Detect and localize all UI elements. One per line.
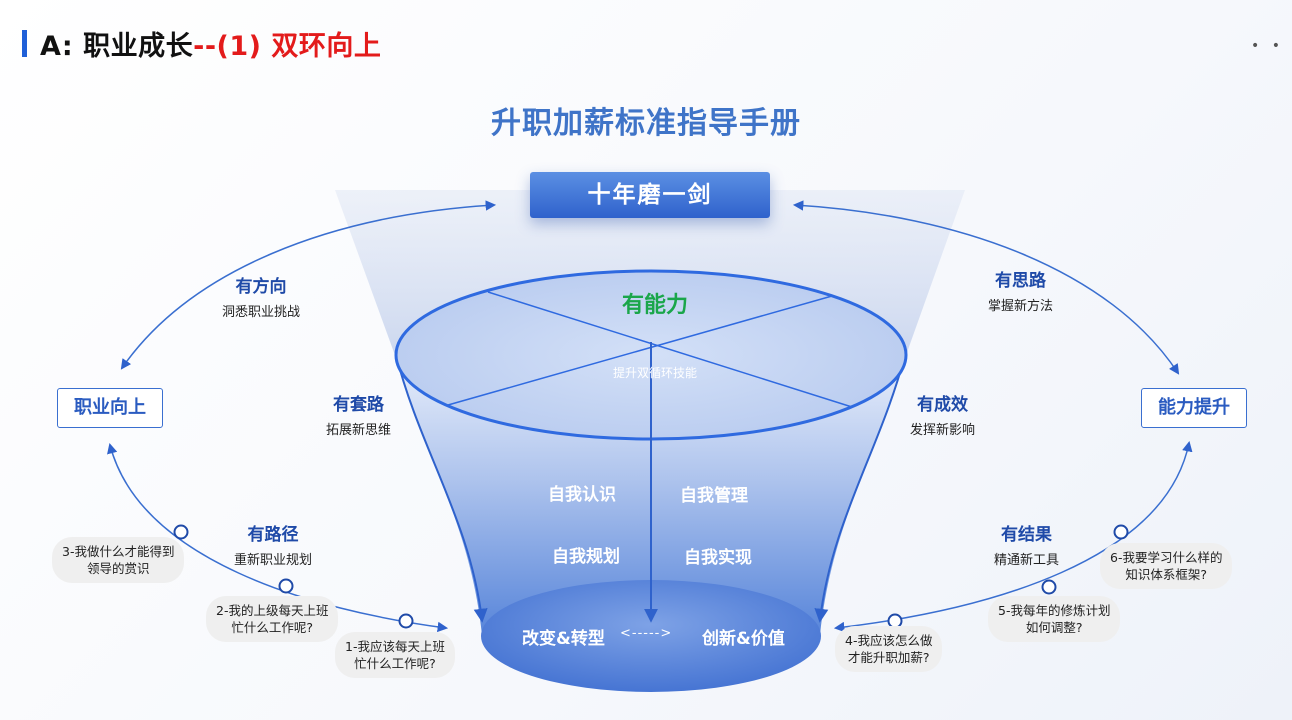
innovation-value-label: 创新&价值 xyxy=(702,629,785,649)
ellipse-divider-2 xyxy=(447,295,833,406)
page-title-prefix: A: 职业成长 xyxy=(40,31,194,62)
header-accent-bar xyxy=(22,30,27,57)
skill-self-planning: 自我规划 xyxy=(552,547,620,567)
question-bubble-2: 2-我的上级每天上班忙什么工作呢? xyxy=(206,596,339,642)
label-result: 有成效 发挥新影响 xyxy=(910,395,976,438)
node-circle-1 xyxy=(398,613,414,629)
node-circle-6 xyxy=(1113,524,1129,540)
ellipse-divider-1 xyxy=(487,291,853,408)
question-bubble-6: 6-我要学习什么样的知识体系框架? xyxy=(1100,543,1233,589)
loop-arrow-top-right xyxy=(792,200,1180,375)
funnel-heading: 有能力 xyxy=(621,293,688,318)
career-up-box: 职业向上 xyxy=(57,388,163,428)
question-bubble-1: 1-我应该每天上班忙什么工作呢? xyxy=(335,632,455,678)
page-title-suffix: --(1) 双环向上 xyxy=(193,31,382,62)
goal-box: 十年磨一剑 xyxy=(530,172,770,218)
label-outcome: 有结果 精通新工具 xyxy=(994,525,1060,568)
change-transform-label: 改变&转型 xyxy=(522,629,605,649)
question-bubble-3: 3-我做什么才能得到领导的赏识 xyxy=(52,537,185,583)
node-circle-2 xyxy=(278,578,294,594)
node-circle-3 xyxy=(173,524,189,540)
double-arrow: <-----> xyxy=(620,626,673,641)
page-title: A: 职业成长--(1) 双环向上 xyxy=(40,24,381,63)
question-bubble-4: 4-我应该怎么做才能升职加薪? xyxy=(835,626,943,672)
skill-self-management: 自我管理 xyxy=(680,486,748,506)
label-direction: 有方向 洞悉职业挑战 xyxy=(222,277,301,320)
label-path: 有路径 重新职业规划 xyxy=(234,525,313,568)
loop-arrow-top-left xyxy=(120,200,497,370)
loop-arrow-bottom-left xyxy=(107,442,449,633)
diagram-title: 升职加薪标准指导手册 xyxy=(491,106,801,141)
label-method: 有套路 拓展新思维 xyxy=(326,395,392,438)
more-icon[interactable]: • • xyxy=(1251,38,1284,54)
funnel-subheading: 提升双循环技能 xyxy=(612,366,697,380)
funnel-bottom-ellipse xyxy=(481,580,821,692)
label-thinking: 有思路 掌握新方法 xyxy=(988,271,1054,314)
question-bubble-5: 5-我每年的修炼计划如何调整? xyxy=(988,596,1121,642)
skill-self-realization: 自我实现 xyxy=(684,548,752,568)
ability-up-box: 能力提升 xyxy=(1141,388,1247,428)
skill-self-awareness: 自我认识 xyxy=(548,485,616,505)
node-circle-5 xyxy=(1041,579,1057,595)
